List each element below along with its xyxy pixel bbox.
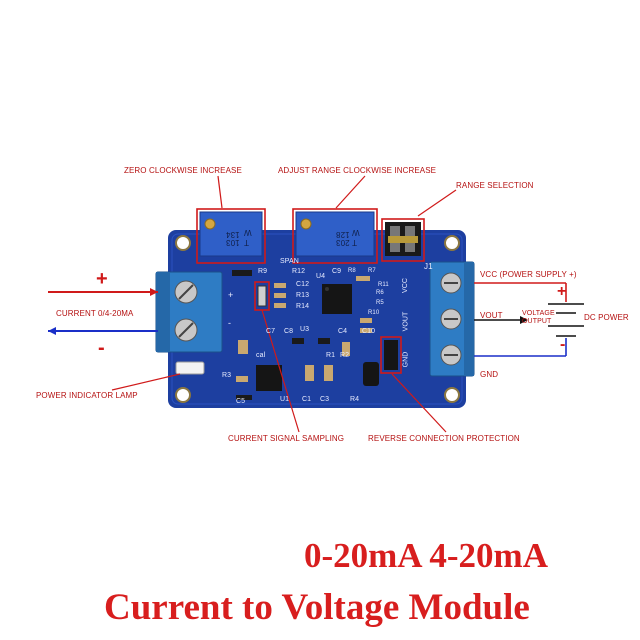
silk-r1: R1	[326, 352, 336, 359]
silk-u4: U4	[316, 273, 326, 280]
silk-c12: C12	[296, 281, 310, 288]
output-terminal-block	[429, 261, 475, 377]
pot1-w: W	[244, 228, 252, 237]
dc-minus-symbol: -	[560, 336, 566, 353]
silk-r7: R7	[368, 268, 376, 274]
current-sampling-label: CURRENT SIGNAL SAMPLING	[228, 434, 345, 443]
span-pot-highlight	[292, 208, 378, 264]
dc-plus-symbol: +	[557, 283, 567, 300]
silk-r9: R9	[258, 268, 268, 275]
silk-minus: -	[228, 318, 232, 328]
silk-plus: +	[228, 290, 234, 300]
silk-r3: R3	[222, 372, 232, 379]
pot1-num: 134	[226, 230, 240, 239]
range-adjust-label: ADJUST RANGE CLOCKWISE INCREASE	[278, 166, 437, 175]
input-minus-symbol: -	[98, 337, 105, 359]
mounting-hole	[444, 235, 460, 251]
silk-r10: R10	[368, 310, 380, 316]
silk-c4: C4	[338, 328, 348, 335]
silk-r12: R12	[292, 268, 306, 275]
pot2-t: T	[352, 238, 357, 247]
pot1-t: T	[244, 238, 249, 247]
silk-r2: R2	[340, 352, 350, 359]
zero-potentiometer	[199, 211, 263, 257]
silk-r14: R14	[296, 303, 310, 310]
silk-c10: C10	[362, 328, 376, 335]
silk-r11: R11	[378, 282, 389, 288]
silk-c3: C3	[320, 396, 330, 403]
pot2-w: W	[352, 228, 360, 237]
silk-u3: U3	[300, 326, 310, 333]
silk-r5: R5	[376, 300, 384, 306]
silk-vout: VOUT	[402, 311, 410, 332]
protection-diode	[384, 340, 398, 370]
gnd-label: GND	[480, 370, 499, 379]
title-line-2: Current to Voltage Module	[104, 587, 530, 628]
silk-u1: U1	[280, 396, 290, 403]
pot2-num: 128	[336, 230, 350, 239]
vcc-label: VCC (POWER SUPPLY +)	[480, 270, 577, 279]
smd-components	[236, 276, 372, 382]
mounting-hole	[175, 235, 191, 251]
silk-span: SPAN	[280, 258, 299, 265]
led-indicator	[175, 361, 205, 375]
silk-c8: C8	[284, 328, 294, 335]
reverse-protection-label: REVERSE CONNECTION PROTECTION	[368, 434, 520, 443]
input-terminal-block	[155, 271, 223, 353]
silk-c7: C7	[266, 328, 276, 335]
title-line-1: 0-20mA 4-20mA	[304, 536, 548, 575]
silk-c1: C1	[302, 396, 312, 403]
pot2-code: 203	[336, 238, 350, 247]
mounting-hole	[175, 387, 191, 403]
silk-c9: C9	[332, 268, 342, 275]
sampling-resistor	[257, 285, 267, 307]
pot1-code: 103	[226, 238, 240, 247]
protection-highlight	[380, 336, 402, 374]
battery-symbol	[548, 303, 584, 337]
jumper-highlight	[381, 218, 425, 262]
vout-label: VOUT	[480, 311, 503, 320]
zero-pot-highlight	[196, 208, 266, 264]
transistor	[363, 362, 379, 386]
current-input-label: CURRENT 0/4-20MA	[56, 309, 134, 318]
sensing-chip	[256, 365, 282, 391]
silk-r13: R13	[296, 292, 310, 299]
voltage-output-label: VOLTAGE OUTPUT	[522, 310, 555, 325]
silk-vcc: VCC	[402, 277, 410, 294]
range-jumper-header	[385, 222, 421, 256]
dc-power-label: DC POWER	[584, 313, 629, 322]
silk-r8: R8	[348, 268, 356, 274]
silk-gnd: GND	[402, 351, 410, 368]
input-plus-symbol: +	[96, 268, 108, 290]
silk-r6: R6	[376, 290, 384, 296]
silk-j1: J1	[424, 262, 433, 271]
range-selection-label: RANGE SELECTION	[456, 181, 534, 190]
silk-c5: C5	[236, 398, 246, 405]
zero-adjust-label: ZERO CLOCKWISE INCREASE	[124, 166, 242, 175]
silk-cal: cal	[256, 352, 266, 359]
power-lamp-label: POWER INDICATOR LAMP	[36, 391, 138, 400]
mounting-hole	[444, 387, 460, 403]
span-potentiometer	[295, 211, 375, 257]
silk-r4: R4	[350, 396, 360, 403]
